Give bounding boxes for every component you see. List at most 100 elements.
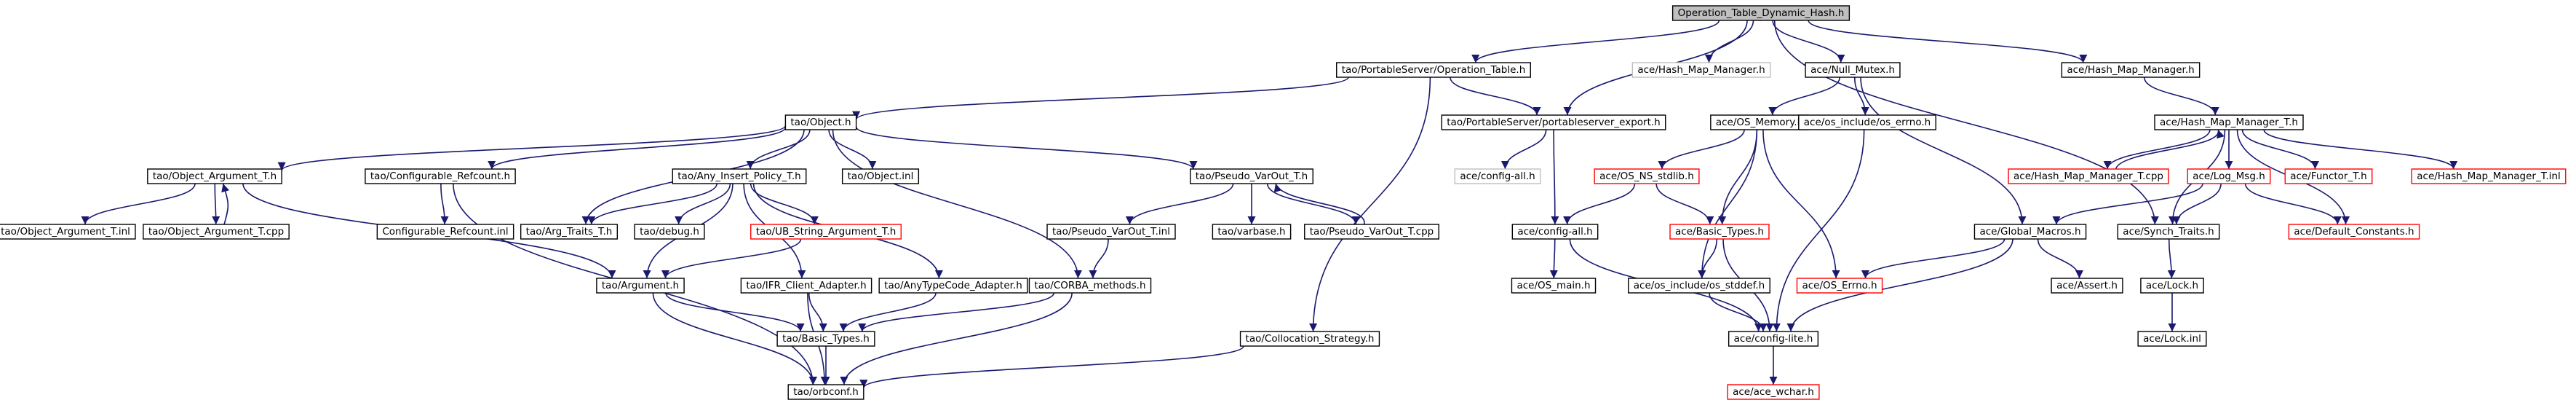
edge-tao-configurable-refcount-to-configurable-refcount-inl [440, 183, 449, 225]
node-box [1239, 331, 1380, 347]
node-label: ace/config-lite.h [1734, 333, 1813, 345]
node-ace-log-msg[interactable]: ace/Log_Msg.h [2187, 168, 2271, 184]
node-tao-basic-types[interactable]: tao/Basic_Types.h [776, 331, 875, 347]
node-box [1671, 5, 1850, 21]
edge-tao-argument-to-tao-basic-types [665, 292, 805, 332]
node-box [2137, 331, 2207, 347]
node-tao-configurable-refcount[interactable]: tao/Configurable_Refcount.h [365, 168, 516, 184]
node-label: tao/Object_Argument_T.h [153, 170, 277, 182]
node-ace-os-ns-stdlib[interactable]: ace/OS_NS_stdlib.h [1594, 168, 1700, 184]
node-ace-hash-map-manager[interactable]: ace/Hash_Map_Manager.h [2061, 62, 2201, 78]
node-box [520, 224, 619, 240]
node-tao-object-argument-t[interactable]: tao/Object_Argument_T.h [147, 168, 282, 184]
node-box [143, 224, 290, 240]
node-box [1669, 224, 1770, 240]
node-ace-hash-map-manager-t-cpp[interactable]: ace/Hash_Map_Manager_T.cpp [2008, 168, 2169, 184]
node-label: ace/os_include/os_stddef.h [1634, 280, 1765, 291]
node-ace-os-include-stddef[interactable]: ace/os_include/os_stddef.h [1628, 278, 1770, 294]
node-box [1441, 114, 1666, 130]
node-box [740, 278, 872, 294]
edge-root-to-tao-operation-table [1471, 20, 1720, 63]
node-label: tao/Object_Argument_T.inl [1, 226, 130, 238]
node-ace-ace-wchar[interactable]: ace/ace_wchar.h [1727, 384, 1820, 400]
node-box [878, 278, 1028, 294]
node-tao-any-insert-policy[interactable]: tao/Any_Insert_Policy_T.h [672, 168, 807, 184]
node-tao-ub-string-argument[interactable]: tao/UB_String_Argument_T.h [750, 224, 902, 240]
node-box [1046, 224, 1176, 240]
edge-tao-operation-table-to-tao-collocation-strategy [1309, 76, 1431, 332]
node-ace-assert[interactable]: ace/Assert.h [2051, 278, 2123, 294]
node-ace-os-memory[interactable]: ace/OS_Memory.h [1710, 114, 1809, 130]
node-tao-pseudo-varout-cpp[interactable]: tao/Pseudo_VarOut_T.cpp [1304, 224, 1439, 240]
edge-tao-portableserver-export-to-ace-config-all-ghost [1500, 129, 1547, 170]
node-ace-config-lite[interactable]: ace/config-lite.h [1728, 331, 1819, 347]
node-tao-object[interactable]: tao/Object.h [784, 114, 857, 130]
edge-ace-null-mutex-to-ace-os-memory [1768, 76, 1841, 116]
node-label: tao/Object_Argument_T.cpp [148, 226, 284, 238]
node-ace-functor-t[interactable]: ace/Functor_T.h [2284, 168, 2373, 184]
node-box [841, 168, 920, 184]
edge-tao-collocation-strategy-to-tao-orbconf [859, 345, 1244, 388]
node-tao-pseudo-varout-inl[interactable]: tao/Pseudo_VarOut_T.inl [1046, 224, 1176, 240]
edge-ace-log-msg-to-ace-global-macros [2052, 183, 2203, 225]
edge-tao-pseudo-varout-cpp-to-tao-pseudo-varout [1273, 183, 1365, 225]
node-box [2284, 168, 2373, 184]
node-ace-os-main[interactable]: ace/OS_main.h [1511, 278, 1597, 294]
node-tao-anytypecode-adapter[interactable]: tao/AnyTypeCode_Adapter.h [878, 278, 1028, 294]
node-box [1336, 62, 1531, 78]
node-label: ace/Functor_T.h [2290, 170, 2366, 182]
node-box [1728, 331, 1819, 347]
node-tao-object-argument-t-cpp[interactable]: tao/Object_Argument_T.cpp [143, 224, 290, 240]
node-tao-pseudo-varout[interactable]: tao/Pseudo_VarOut_T.h [1190, 168, 1313, 184]
edge-ace-log-msg-to-ace-default-constants [2244, 183, 2342, 225]
node-label: ace/Assert.h [2056, 280, 2118, 291]
node-label: ace/Hash_Map_Manager.h [2067, 64, 2194, 76]
node-tao-collocation-strategy[interactable]: tao/Collocation_Strategy.h [1239, 331, 1380, 347]
node-tao-operation-table[interactable]: tao/PortableServer/Operation_Table.h [1336, 62, 1531, 78]
node-ace-synch-traits[interactable]: ace/Synch_Traits.h [2117, 224, 2220, 240]
node-ace-basic-types[interactable]: ace/Basic_Types.h [1669, 224, 1770, 240]
node-label: ace/Log_Msg.h [2193, 170, 2265, 182]
node-tao-varbase[interactable]: tao/varbase.h [1212, 224, 1292, 240]
node-label: ace/Lock.inl [2143, 333, 2201, 345]
node-ace-hash-map-manager-t-inl[interactable]: ace/Hash_Map_Manager_T.inl [2411, 168, 2567, 184]
node-box [1805, 62, 1901, 78]
node-box [1304, 224, 1439, 240]
edge-root-to-ace-hash-map-manager-ghost [1704, 20, 1754, 63]
node-ace-config-all[interactable]: ace/config-all.h [1511, 224, 1599, 240]
node-tao-arg-traits[interactable]: tao/Arg_Traits_T.h [520, 224, 619, 240]
node-tao-object-argument-t-inl[interactable]: tao/Object_Argument_T.inl [0, 224, 136, 240]
node-tao-orbconf[interactable]: tao/orbconf.h [787, 384, 864, 400]
edge-ace-os-memory-to-ace-basic-types [1718, 129, 1758, 225]
node-ace-os-include-errno[interactable]: ace/os_include/os_errno.h [1798, 114, 1936, 130]
node-ace-hash-map-manager-t[interactable]: ace/Hash_Map_Manager_T.h [2154, 114, 2304, 130]
node-configurable-refcount-inl[interactable]: Configurable_Refcount.inl [376, 224, 514, 240]
node-tao-argument[interactable]: tao/Argument.h [596, 278, 685, 294]
node-box [672, 168, 807, 184]
edge-tao-any-insert-policy-to-tao-debug [675, 183, 731, 225]
node-ace-lock-inl[interactable]: ace/Lock.inl [2137, 331, 2207, 347]
node-root[interactable]: Operation_Table_Dynamic_Hash.h [1671, 5, 1850, 21]
edge-tao-argument-to-tao-orbconf [652, 292, 818, 385]
node-label: ace/OS_Errno.h [1802, 280, 1877, 291]
node-ace-hash-map-manager-ghost[interactable]: ace/Hash_Map_Manager.h [1631, 62, 1771, 78]
node-tao-portableserver-export[interactable]: tao/PortableServer/portableserver_export… [1441, 114, 1666, 130]
node-ace-config-all-ghost[interactable]: ace/config-all.h [1454, 168, 1541, 184]
node-box [1798, 114, 1936, 130]
node-label: ace/OS_main.h [1516, 280, 1590, 291]
node-box [147, 168, 282, 184]
node-box [1628, 278, 1770, 294]
edge-tao-object-to-tao-configurable-refcount [488, 127, 787, 170]
node-ace-global-macros[interactable]: ace/Global_Macros.h [1973, 224, 2087, 240]
node-ace-os-errno[interactable]: ace/OS_Errno.h [1796, 278, 1883, 294]
node-ace-null-mutex[interactable]: ace/Null_Mutex.h [1805, 62, 1901, 78]
node-box [2117, 224, 2220, 240]
node-ace-default-constants[interactable]: ace/Default_Constants.h [2288, 224, 2420, 240]
node-tao-corba-methods[interactable]: tao/CORBA_methods.h [1028, 278, 1152, 294]
node-tao-debug[interactable]: tao/debug.h [634, 224, 705, 240]
node-box [634, 224, 705, 240]
node-ace-lock[interactable]: ace/Lock.h [2140, 278, 2204, 294]
node-tao-object-inl[interactable]: tao/Object.inl [841, 168, 920, 184]
node-label: ace/config-all.h [1460, 170, 1535, 182]
node-tao-ifr-client-adapter[interactable]: tao/IFR_Client_Adapter.h [740, 278, 872, 294]
